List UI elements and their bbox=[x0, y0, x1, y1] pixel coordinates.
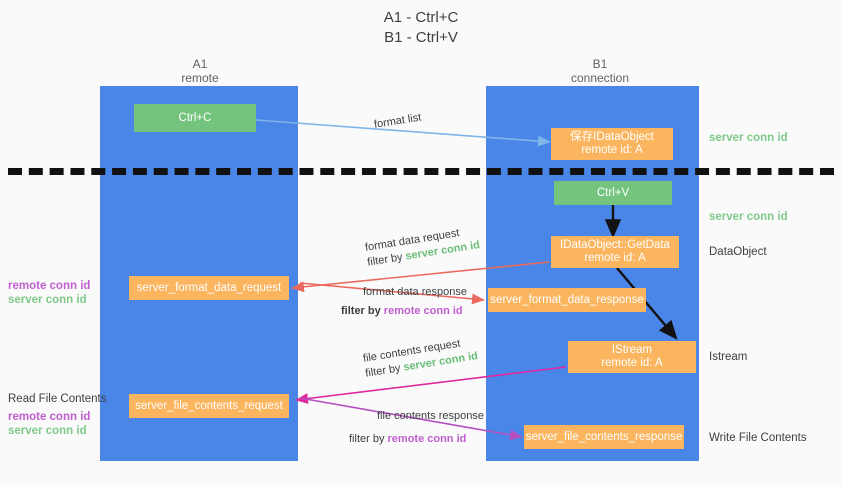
node-ctrl-v-label: Ctrl+V bbox=[596, 186, 630, 199]
legend-format-data-server: server conn id bbox=[8, 294, 87, 306]
legend-file-contents-remote: remote conn id bbox=[8, 411, 91, 423]
node-idataobject-getdata-sub: remote id: A bbox=[584, 252, 646, 264]
edge-caption-format-data-response-text: format data response bbox=[363, 286, 467, 298]
node-server-format-data-request[interactable]: server_format_data_request bbox=[129, 276, 289, 300]
legend-format-data-remote: remote conn id bbox=[8, 280, 91, 292]
node-server-file-contents-response-label: server_file_contents_response bbox=[525, 430, 683, 443]
title-line-1: A1 - Ctrl+C bbox=[383, 9, 459, 26]
legend-format-data: remote conn id server conn id bbox=[8, 279, 90, 307]
side-label-server-conn-id-top: server conn id bbox=[709, 132, 788, 144]
edge-filter-target-2: remote conn id bbox=[383, 305, 463, 317]
node-server-file-contents-request-label: server_file_contents_request bbox=[135, 399, 283, 412]
side-label-read-file-contents: Read File Contents bbox=[8, 393, 107, 405]
edge-filter-format-data-response: filter by remote conn id bbox=[341, 304, 467, 319]
node-ctrl-v[interactable]: Ctrl+V bbox=[554, 181, 672, 205]
node-idataobject-label: 保存IDataObject bbox=[570, 131, 654, 143]
edge-caption-format-data-response: format data response filter by remote co… bbox=[341, 285, 467, 319]
column-a1-subtitle: remote bbox=[181, 71, 219, 85]
diagram-title: A1 - Ctrl+C B1 - Ctrl+V bbox=[0, 8, 842, 48]
node-server-format-data-response-label: server_format_data_response bbox=[490, 293, 644, 306]
side-label-write-file-contents: Write File Contents bbox=[709, 432, 807, 444]
side-label-server-conn-id-mid: server conn id bbox=[709, 211, 788, 223]
node-istream-label: IStream bbox=[611, 344, 653, 356]
column-b1-name: B1 bbox=[592, 57, 608, 71]
legend-file-contents: remote conn id server conn id bbox=[8, 410, 90, 438]
node-server-format-data-response[interactable]: server_format_data_response bbox=[488, 288, 646, 312]
edge-filter-file-contents-response: filter by remote conn id bbox=[349, 432, 484, 447]
title-line-2: B1 - Ctrl+V bbox=[384, 29, 458, 46]
column-header-b1: B1 connection bbox=[510, 57, 690, 85]
node-istream-sub: remote id: A bbox=[601, 357, 663, 369]
side-label-istream: Istream bbox=[709, 351, 748, 363]
edge-caption-file-contents-response-text: file contents response bbox=[377, 410, 485, 422]
side-label-dataobject: DataObject bbox=[709, 246, 767, 258]
node-ctrl-c-label: Ctrl+C bbox=[178, 111, 212, 124]
node-server-file-contents-request[interactable]: server_file_contents_request bbox=[129, 394, 289, 418]
edge-filter-prefix-2: filter by bbox=[341, 305, 384, 317]
edge-caption-file-contents-request: file contents request filter by server c… bbox=[362, 334, 479, 381]
node-server-format-data-request-label: server_format_data_request bbox=[136, 281, 282, 294]
column-header-a1: A1 remote bbox=[120, 57, 280, 85]
edge-caption-format-list: format list bbox=[373, 111, 422, 133]
node-idataobject-sub: remote id: A bbox=[581, 144, 643, 156]
node-idataobject-getdata-label: IDataObject::GetData bbox=[560, 239, 670, 251]
edge-filter-target-4: remote conn id bbox=[387, 433, 467, 445]
column-b1-subtitle: connection bbox=[570, 71, 630, 85]
edge-filter-prefix-4: filter by bbox=[349, 433, 388, 445]
edge-caption-format-data-request: format data request filter by server con… bbox=[364, 223, 481, 270]
legend-file-contents-server: server conn id bbox=[8, 425, 87, 437]
node-idataobject[interactable]: 保存IDataObject remote id: A bbox=[551, 128, 673, 160]
node-server-file-contents-response[interactable]: server_file_contents_response bbox=[524, 425, 684, 449]
node-ctrl-c[interactable]: Ctrl+C bbox=[134, 104, 256, 132]
edge-caption-file-contents-response: file contents response filter by remote … bbox=[349, 409, 485, 447]
edge-caption-format-list-text: format list bbox=[373, 111, 423, 131]
node-idataobject-getdata[interactable]: IDataObject::GetData remote id: A bbox=[551, 236, 679, 268]
column-a1-name: A1 bbox=[192, 57, 208, 71]
node-istream[interactable]: IStream remote id: A bbox=[568, 341, 696, 373]
phase-divider bbox=[8, 168, 834, 175]
